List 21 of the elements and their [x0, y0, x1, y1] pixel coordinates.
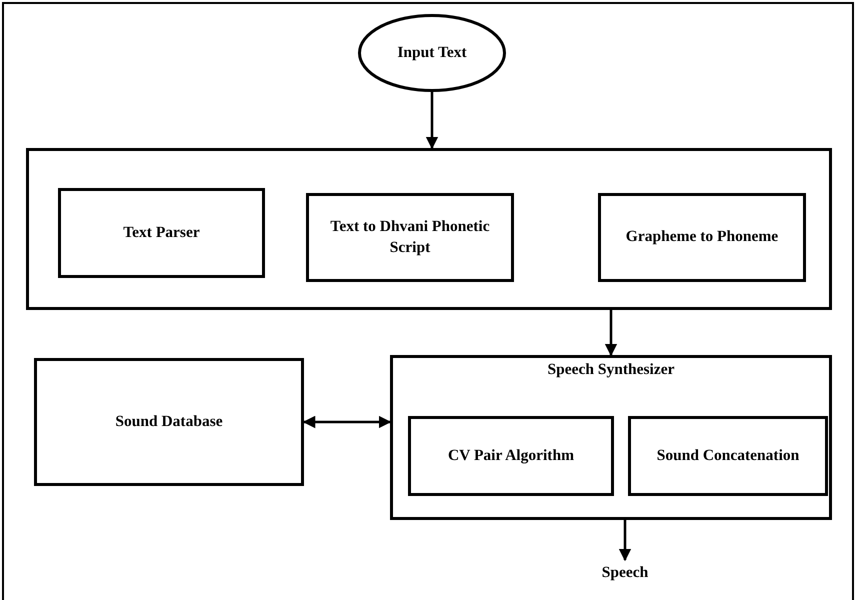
process-box: [306, 193, 514, 282]
process-box: [58, 188, 265, 278]
container-title: Speech Synthesizer: [546, 360, 676, 380]
arrow: [618, 520, 632, 562]
node-label: Sound Database: [114, 412, 224, 432]
process-box: [598, 193, 806, 282]
node-label: CV Pair Algorithm: [446, 446, 575, 466]
container-box: [390, 355, 832, 520]
node-label: Input Text: [396, 42, 468, 63]
process-box: [34, 358, 304, 486]
arrow: [604, 310, 618, 356]
arrow: [426, 92, 438, 150]
process-box: [408, 416, 614, 496]
node-label: Speech: [600, 562, 650, 583]
node-label: Text to Dhvani Phonetic Script: [329, 216, 491, 258]
node-label: Grapheme to Phoneme: [624, 227, 780, 248]
node-label: Sound Concatenation: [656, 446, 800, 466]
node-label: Text Parser: [122, 222, 201, 243]
process-box: [628, 416, 828, 496]
group-box: [26, 148, 832, 310]
arrow: [302, 416, 392, 428]
